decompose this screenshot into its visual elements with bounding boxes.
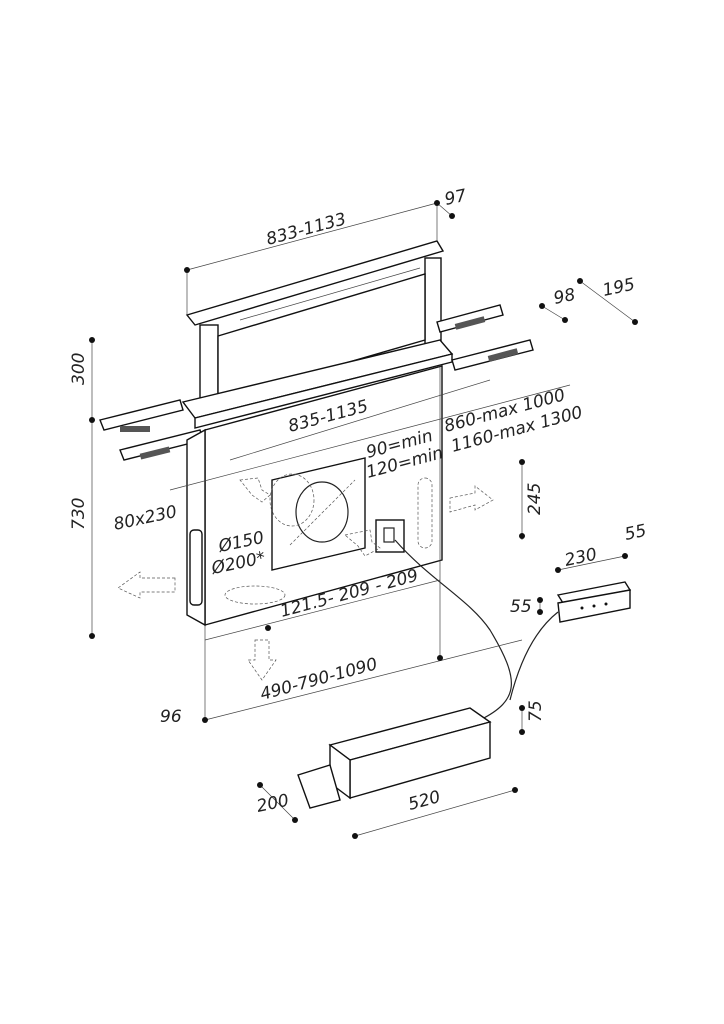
dimension-lines	[89, 200, 638, 839]
power-cable	[394, 539, 512, 721]
control-unit	[556, 581, 632, 623]
label-outlet-height: 245	[525, 483, 545, 515]
label-control-height: 55	[510, 597, 532, 617]
motor-unit	[297, 707, 492, 809]
label-lift-height: 300	[69, 353, 89, 385]
label-bottom-width: 490-790-1090	[258, 654, 380, 704]
label-control-width: 230	[563, 545, 599, 571]
label-top-depth: 97	[443, 186, 468, 210]
label-motor-depth: 200	[255, 791, 291, 817]
label-motor-width: 520	[406, 787, 443, 815]
label-rail-depth-inner: 98	[552, 285, 577, 309]
hood-body	[117, 365, 494, 681]
hood-base-frame	[99, 304, 534, 461]
hood-top-unit	[185, 240, 445, 416]
control-cable	[509, 611, 559, 701]
label-body-height: 730	[69, 498, 89, 530]
label-side-outlet: 80x230	[112, 502, 179, 535]
label-top-width: 833-1133	[264, 209, 348, 250]
label-control-depth: 55	[623, 521, 648, 545]
label-rail-depth-outer: 195	[601, 275, 637, 301]
label-bottom-offset: 96	[160, 707, 182, 727]
label-motor-height: 75	[526, 700, 546, 722]
